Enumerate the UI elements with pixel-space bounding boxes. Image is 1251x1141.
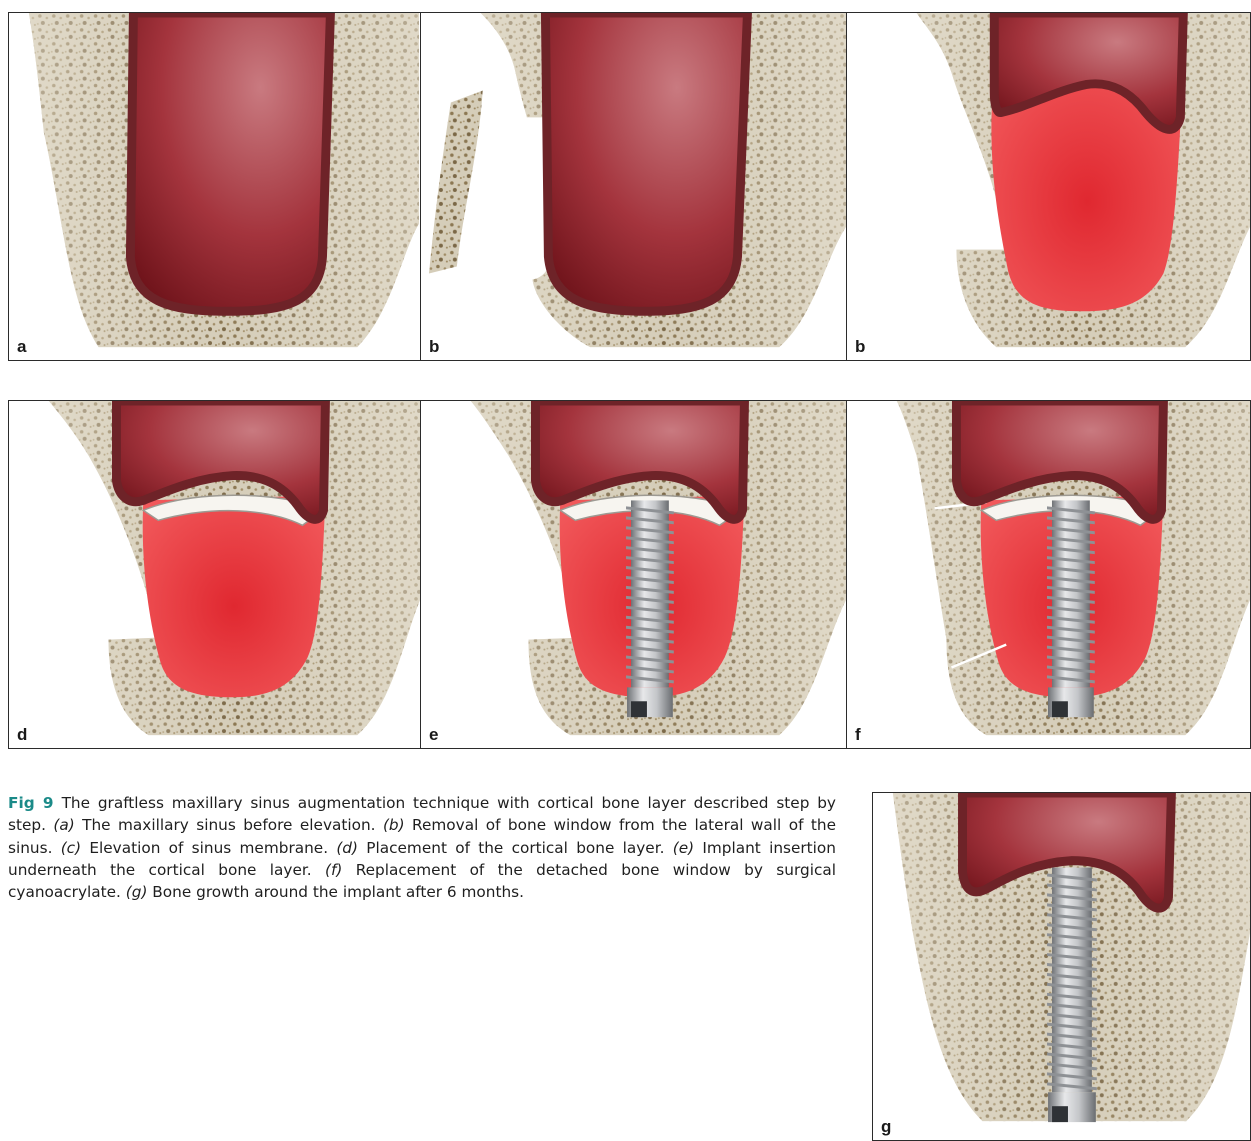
dental-implant bbox=[1047, 868, 1097, 1123]
figure-panel-d: d bbox=[8, 400, 421, 749]
figure-panel-g: g bbox=[872, 792, 1251, 1141]
panel-label: e bbox=[429, 725, 438, 745]
figure-panel-b-elevation: b bbox=[846, 12, 1251, 361]
caption-steps: (a) The maxillary sinus before elevation… bbox=[8, 816, 836, 901]
figure-panel-e: e bbox=[420, 400, 847, 749]
caption-step-tag: (c) bbox=[61, 839, 81, 857]
sinus-illustration bbox=[9, 401, 420, 748]
elevated-space bbox=[143, 495, 326, 697]
caption-step-text: The maxillary sinus before elevation. bbox=[75, 816, 383, 834]
caption-step-tag: (e) bbox=[673, 839, 694, 857]
figure-panel-a: a bbox=[8, 12, 421, 361]
sinus-illustration bbox=[9, 13, 420, 360]
panel-label: d bbox=[17, 725, 27, 745]
sinus-illustration bbox=[847, 401, 1250, 748]
figure-panel-f: f bbox=[846, 400, 1251, 749]
sinus-cavity bbox=[130, 13, 330, 311]
caption-step-text: Bone growth around the implant after 6 m… bbox=[147, 883, 524, 901]
sinus-illustration bbox=[873, 793, 1250, 1140]
figure-number: Fig 9 bbox=[8, 794, 54, 812]
caption-step-text: Placement of the cortical bone layer. bbox=[358, 839, 673, 857]
dental-implant bbox=[1047, 500, 1095, 717]
sinus-cavity bbox=[545, 13, 747, 311]
caption-step-tag: (d) bbox=[336, 839, 358, 857]
bone-window-fragment bbox=[429, 91, 483, 274]
panel-label: g bbox=[881, 1117, 891, 1137]
figure-panel-b-window: b bbox=[420, 12, 847, 361]
dental-implant bbox=[626, 500, 674, 717]
panel-label: b bbox=[855, 337, 865, 357]
caption-step-tag: (g) bbox=[126, 883, 148, 901]
caption-step-text: Elevation of sinus membrane. bbox=[81, 839, 336, 857]
panel-label: f bbox=[855, 725, 861, 745]
caption-step-tag: (b) bbox=[383, 816, 405, 834]
sinus-illustration bbox=[421, 401, 846, 748]
panel-label: b bbox=[429, 337, 439, 357]
caption-step-tag: (a) bbox=[53, 816, 74, 834]
panel-label: a bbox=[17, 337, 26, 357]
caption-step-tag: (f) bbox=[325, 861, 342, 879]
sinus-illustration bbox=[847, 13, 1250, 360]
sinus-illustration bbox=[421, 13, 846, 360]
